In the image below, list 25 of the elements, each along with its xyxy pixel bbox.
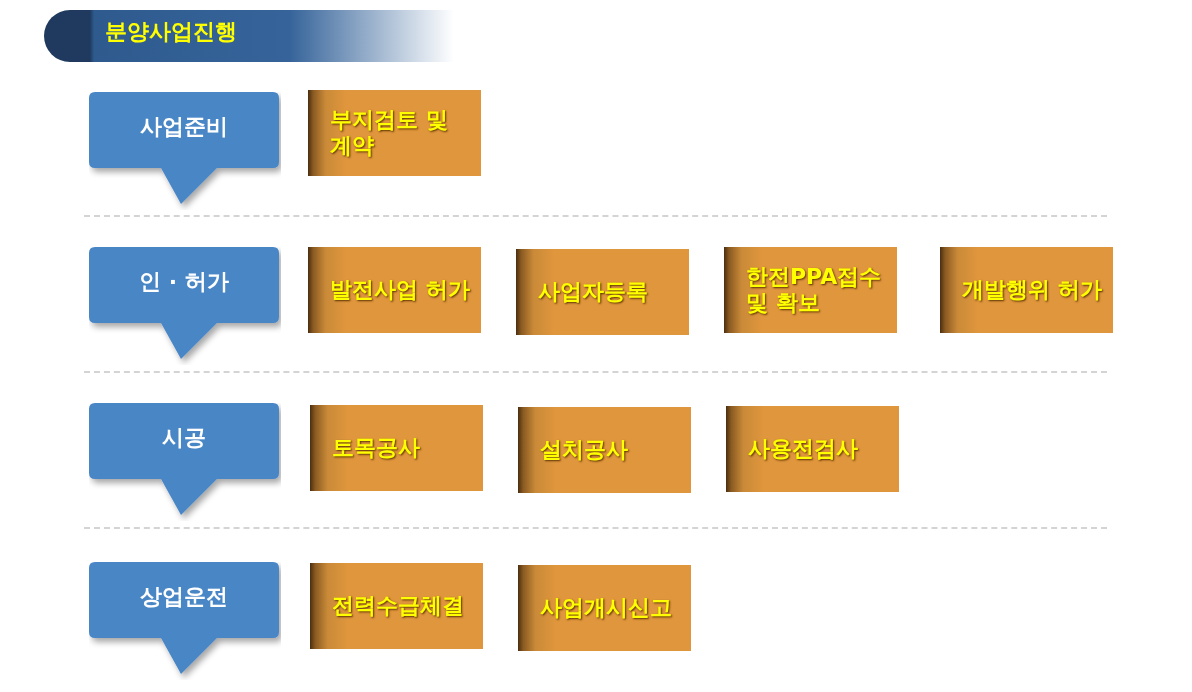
step-label: 설치공사 bbox=[540, 437, 628, 463]
step-box bbox=[518, 407, 691, 493]
step-box bbox=[726, 406, 899, 492]
step-box bbox=[310, 405, 483, 491]
step-box bbox=[310, 563, 483, 649]
step-label: 한전PPA접수 및 확보 bbox=[746, 264, 883, 316]
step-label: 부지검토 및 계약 bbox=[330, 107, 449, 159]
step-label: 사용전검사 bbox=[748, 436, 858, 462]
step-label: 전력수급체결 bbox=[332, 593, 464, 619]
step-box bbox=[940, 247, 1113, 333]
step-box bbox=[308, 247, 481, 333]
step-label: 사업개시신고 bbox=[540, 595, 672, 621]
step-label: 사업자등록 bbox=[538, 279, 648, 305]
stage-label: 사업준비 bbox=[139, 113, 229, 141]
stage-label: 상업운전 bbox=[139, 583, 229, 611]
step-box bbox=[516, 249, 689, 335]
step-label: 발전사업 허가 bbox=[330, 277, 470, 303]
step-box bbox=[518, 565, 691, 651]
stage-label: 시공 bbox=[161, 424, 207, 452]
step-box bbox=[724, 247, 897, 333]
stage-label: 인 · 허가 bbox=[138, 268, 230, 296]
step-box bbox=[308, 90, 481, 176]
title: 분양사업진행 bbox=[105, 18, 237, 46]
step-label: 토목공사 bbox=[332, 435, 420, 461]
step-label: 개발행위 허가 bbox=[962, 277, 1102, 303]
